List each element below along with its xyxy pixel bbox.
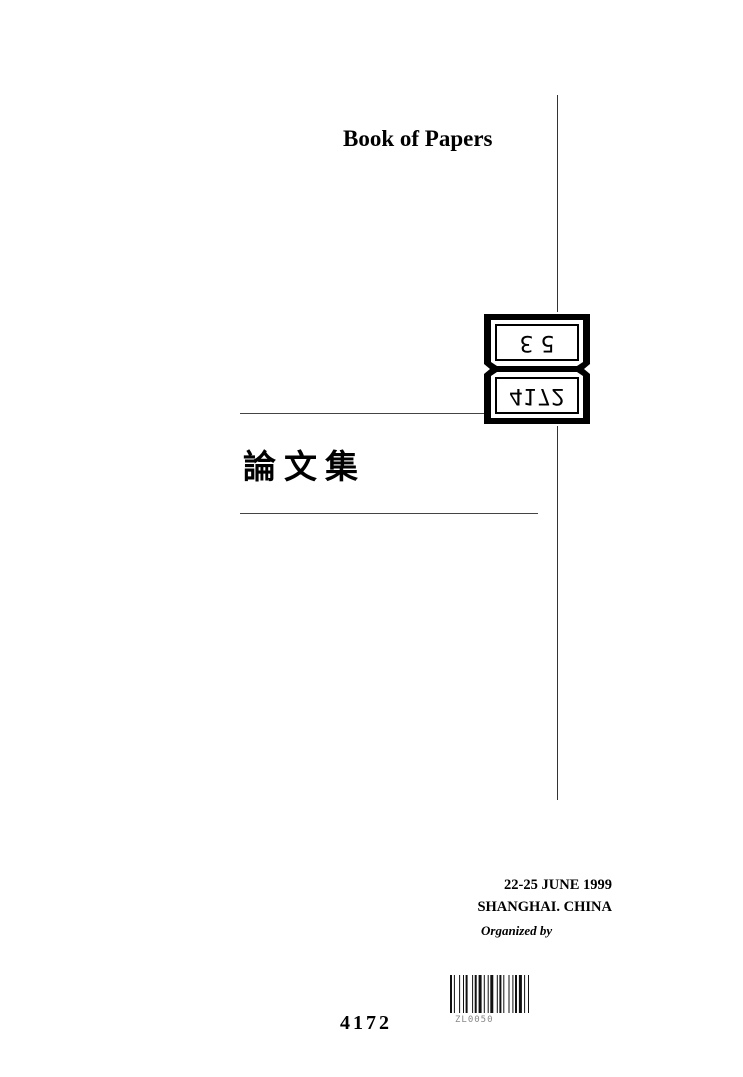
barcode-bar xyxy=(490,975,494,1013)
vertical-rule-bottom xyxy=(557,426,558,800)
stamp-top-text: 5 3 xyxy=(520,330,555,355)
barcode-bar xyxy=(496,975,498,1013)
barcode-bar xyxy=(528,975,529,1013)
barcode-bar xyxy=(463,975,464,1013)
organized-by-label: Organized by xyxy=(481,923,553,938)
barcode-bar xyxy=(453,975,455,1013)
handwritten-number: 4172 xyxy=(340,1012,392,1034)
barcode-bar xyxy=(512,975,514,1013)
barcode-bar xyxy=(487,975,489,1013)
barcode-bar xyxy=(483,975,485,1013)
barcode-bar xyxy=(515,975,517,1013)
barcode-bar xyxy=(478,975,482,1013)
barcode-icon xyxy=(450,975,529,1013)
barcode-bar xyxy=(450,975,452,1013)
stamp-bottom-text: 4172 xyxy=(509,383,565,408)
document-title: Book of Papers xyxy=(343,126,493,151)
barcode-bar xyxy=(524,975,526,1013)
vertical-rule-top xyxy=(557,95,558,312)
event-location: SHANGHAI. CHINA xyxy=(477,899,612,915)
event-date: 22-25 JUNE 1999 xyxy=(504,877,612,893)
horizontal-rule-lower xyxy=(240,513,538,514)
barcode-bar xyxy=(499,975,502,1013)
barcode-bar xyxy=(459,975,461,1013)
horizontal-rule-upper xyxy=(240,413,485,414)
barcode-bar xyxy=(503,975,505,1013)
barcode-bar xyxy=(472,975,474,1013)
library-stamp-icon: 5 3 4172 xyxy=(484,314,590,424)
barcode-bar xyxy=(465,975,468,1013)
chinese-title: 論文集 xyxy=(243,447,366,486)
barcode-bar xyxy=(508,975,510,1013)
barcode-bar xyxy=(474,975,477,1013)
barcode-number: ZL0050 xyxy=(455,1015,494,1025)
barcode-bar xyxy=(518,975,522,1013)
